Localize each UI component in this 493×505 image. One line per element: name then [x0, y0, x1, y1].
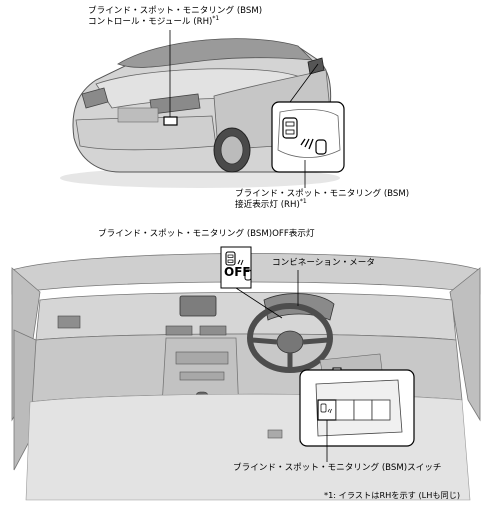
off-icon-text: OFF [224, 265, 251, 279]
bsm-indicator-label-line2: 接近表示灯 (RH)*1 [235, 198, 307, 211]
bsm-switch-inset [299, 369, 415, 447]
bsm-module-label-text: コントロール・モジュール (RH) [88, 17, 213, 27]
footnote: *1: イラストはRHを示す (LHも同じ) [324, 490, 461, 500]
bsm-off-indicator-label: ブラインド・スポット・モニタリング (BSM)OFF表示灯 [98, 229, 315, 239]
bsm-indicator-label-text: 接近表示灯 (RH) [235, 200, 300, 210]
bsm-module-note: *1 [212, 15, 220, 23]
bsm-indicator-label-line1: ブラインド・スポット・モニタリング (BSM) [235, 189, 410, 199]
bsm-off-indicator-callout [220, 246, 252, 289]
bsm-module-label-line1: ブラインド・スポット・モニタリング (BSM) [88, 6, 263, 16]
bsm-module-label-line2: コントロール・モジュール (RH)*1 [88, 15, 220, 28]
bsm-indicator-note: *1 [299, 198, 307, 206]
combination-meter-label: コンビネーション・メータ [272, 258, 375, 268]
bsm-indicator-inset [271, 101, 345, 173]
bsm-switch-label: ブラインド・スポット・モニタリング (BSM)スイッチ [233, 463, 442, 473]
